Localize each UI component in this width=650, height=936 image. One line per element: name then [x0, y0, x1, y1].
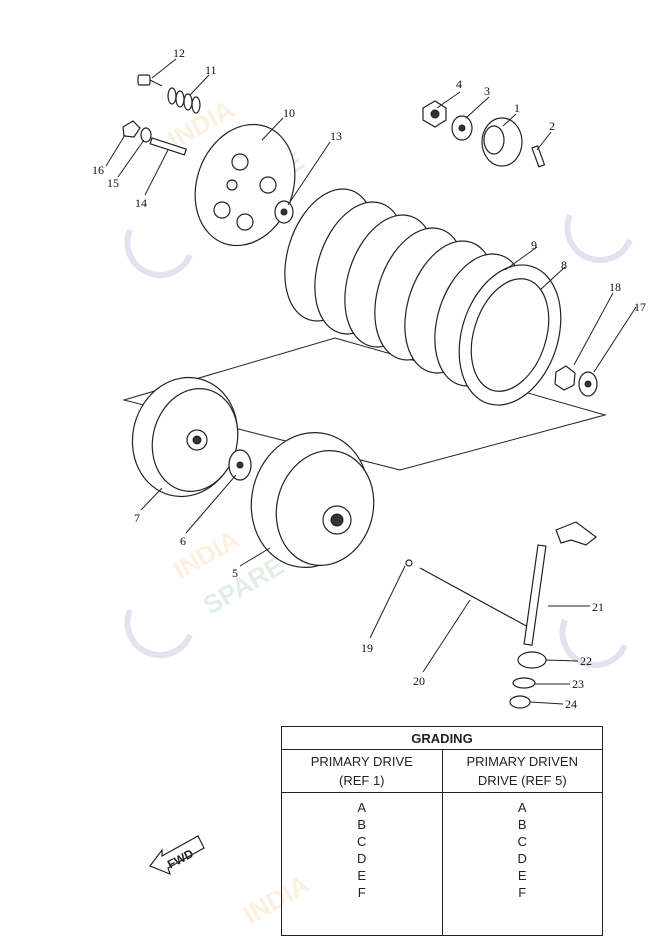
grade-cell: E [517, 868, 527, 883]
callout-16: 16 [92, 163, 104, 177]
callout-24: 24 [565, 697, 577, 711]
callout-14: 14 [135, 196, 147, 210]
callout-15: 15 [107, 176, 119, 190]
wrench-logo [559, 618, 628, 668]
primary-drive-header: PRIMARY DRIVE (REF 1) [281, 749, 443, 793]
grade-cell: B [357, 817, 367, 832]
grade-cell: D [357, 851, 367, 866]
callout-7: 7 [134, 511, 140, 525]
callout-13: 13 [330, 129, 342, 143]
part-pressure-plate [194, 123, 296, 247]
grading-table: GRADING PRIMARY DRIVE (REF 1) PRIMARY DR… [281, 726, 603, 936]
callout-17: 17 [634, 300, 646, 314]
grading-title: GRADING [281, 726, 603, 750]
part-nut-washer-rod [122, 120, 187, 156]
part-thrust-washer [228, 449, 252, 481]
callout-20: 20 [413, 674, 425, 688]
part-spring [167, 87, 201, 114]
callout-19: 19 [361, 641, 373, 655]
primary-driven-header: PRIMARY DRIVEN DRIVE (REF 5) [441, 749, 603, 793]
callout-1: 1 [514, 101, 520, 115]
fwd-arrow-icon: FWD [149, 835, 205, 876]
grade-cell: F [357, 885, 366, 900]
part-push-rod [405, 559, 531, 629]
callout-18: 18 [609, 280, 621, 294]
grade-cell: B [517, 817, 527, 832]
callout-5: 5 [232, 566, 238, 580]
callout-12: 12 [173, 46, 185, 60]
primary-driven-header-line1: PRIMARY DRIVEN [466, 754, 579, 769]
callout-8: 8 [561, 258, 567, 272]
grade-cell: A [517, 800, 527, 815]
callout-10: 10 [283, 106, 295, 120]
grade-cell: E [357, 868, 367, 883]
primary-drive-header-line1: PRIMARY DRIVE [310, 754, 413, 769]
part-clutch-housing [250, 432, 375, 568]
part-bolt [137, 74, 163, 87]
wrench-logo [124, 608, 193, 658]
callout-numbers: 1 2 3 4 5 6 7 8 9 10 11 12 13 14 15 16 1… [92, 46, 646, 711]
grade-cell: D [517, 851, 527, 866]
primary-driven-grades: A B C D E F [441, 792, 603, 936]
callout-3: 3 [484, 84, 490, 98]
callout-9: 9 [531, 238, 537, 252]
part-clutch-plates [284, 188, 562, 406]
part-clutch-boss [131, 376, 239, 498]
primary-drive-grades: A B C D E F [281, 792, 443, 936]
callout-6: 6 [180, 534, 186, 548]
callout-22: 22 [580, 654, 592, 668]
primary-drive-header-line2: (REF 1) [339, 773, 385, 788]
primary-driven-header-line2: DRIVE (REF 5) [477, 773, 567, 788]
wrench-logo [124, 228, 193, 278]
grade-cell: A [357, 800, 367, 815]
callout-4: 4 [456, 77, 462, 91]
part-primary-drive-gear [422, 100, 546, 168]
callout-11: 11 [205, 63, 217, 77]
grade-cell: C [357, 834, 367, 849]
leader-lines [105, 58, 637, 705]
wrench-logo [564, 213, 633, 263]
part-washer [274, 200, 294, 224]
grade-cell: C [517, 834, 527, 849]
grade-cell: F [518, 885, 527, 900]
callout-21: 21 [592, 600, 604, 614]
callout-2: 2 [549, 119, 555, 133]
callout-23: 23 [572, 677, 584, 691]
part-nut-lock-washer [554, 365, 598, 397]
